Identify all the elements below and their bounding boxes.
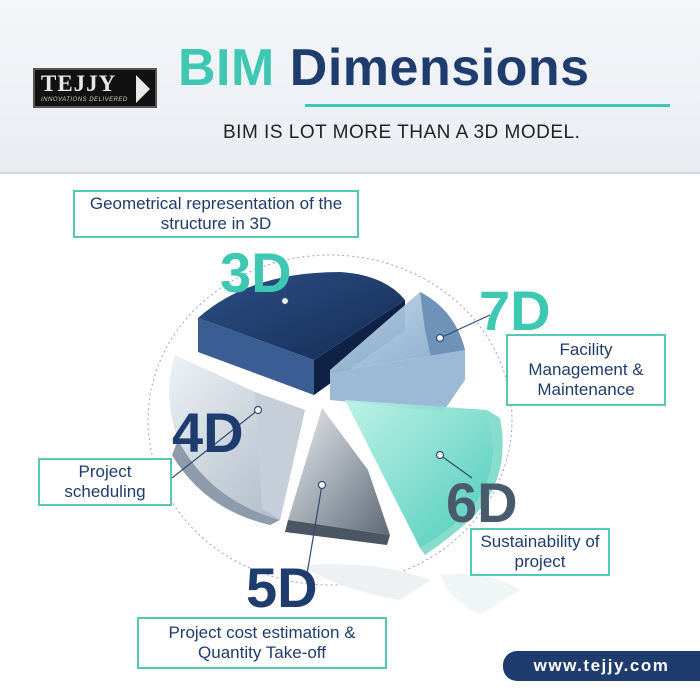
connector-7d (439, 314, 491, 339)
dimension-6d-heading: 6D (446, 471, 518, 534)
logo-tagline: INNOVATIONS DELIVERED (41, 97, 128, 103)
dimension-4d-heading: 4D (172, 401, 244, 464)
header-banner: TEJJY INNOVATIONS DELIVERED BIM Dimensio… (0, 0, 700, 174)
slice-reflection-2 (440, 574, 520, 615)
label-3d-description: Geometrical representation of the struct… (73, 190, 359, 238)
page-title: BIM Dimensions (178, 38, 590, 98)
title-word-bim: BIM (178, 39, 275, 97)
label-4d-description: Project scheduling (38, 458, 172, 506)
page-subtitle: BIM IS LOT MORE THAN A 3D MODEL. (223, 122, 581, 143)
label-6d-description: Sustainability of project (470, 528, 610, 576)
slice-6d (345, 400, 503, 555)
logo-arrow-icon (136, 75, 150, 103)
anchor-dot-4d (253, 405, 263, 415)
anchor-dot-6d (435, 450, 445, 460)
title-word-dimensions: Dimensions (289, 39, 590, 97)
connector-5d (305, 484, 323, 581)
anchor-dot-3d (280, 296, 290, 306)
slice-7d (330, 292, 465, 412)
label-5d-description: Project cost estimation & Quantity Take-… (137, 617, 387, 669)
logo-text: TEJJY (41, 71, 117, 96)
orbit-ring (147, 254, 513, 586)
title-underline (305, 104, 670, 107)
website-url-link[interactable]: www.tejjy.com (503, 651, 700, 681)
slice-reflection-1 (300, 564, 430, 600)
connector-6d (439, 454, 473, 479)
slice-4d (169, 355, 305, 525)
anchor-dot-5d (317, 480, 327, 490)
anchor-dot-7d (435, 333, 445, 343)
dimension-7d-heading: 7D (479, 279, 551, 342)
tejjy-logo[interactable]: TEJJY INNOVATIONS DELIVERED (33, 68, 157, 108)
connector-4d (171, 409, 259, 479)
dimension-3d-heading: 3D (220, 241, 292, 304)
slice-5d (285, 408, 390, 545)
label-7d-description: Facility Management & Maintenance (506, 334, 666, 406)
dimension-5d-heading: 5D (246, 556, 318, 619)
